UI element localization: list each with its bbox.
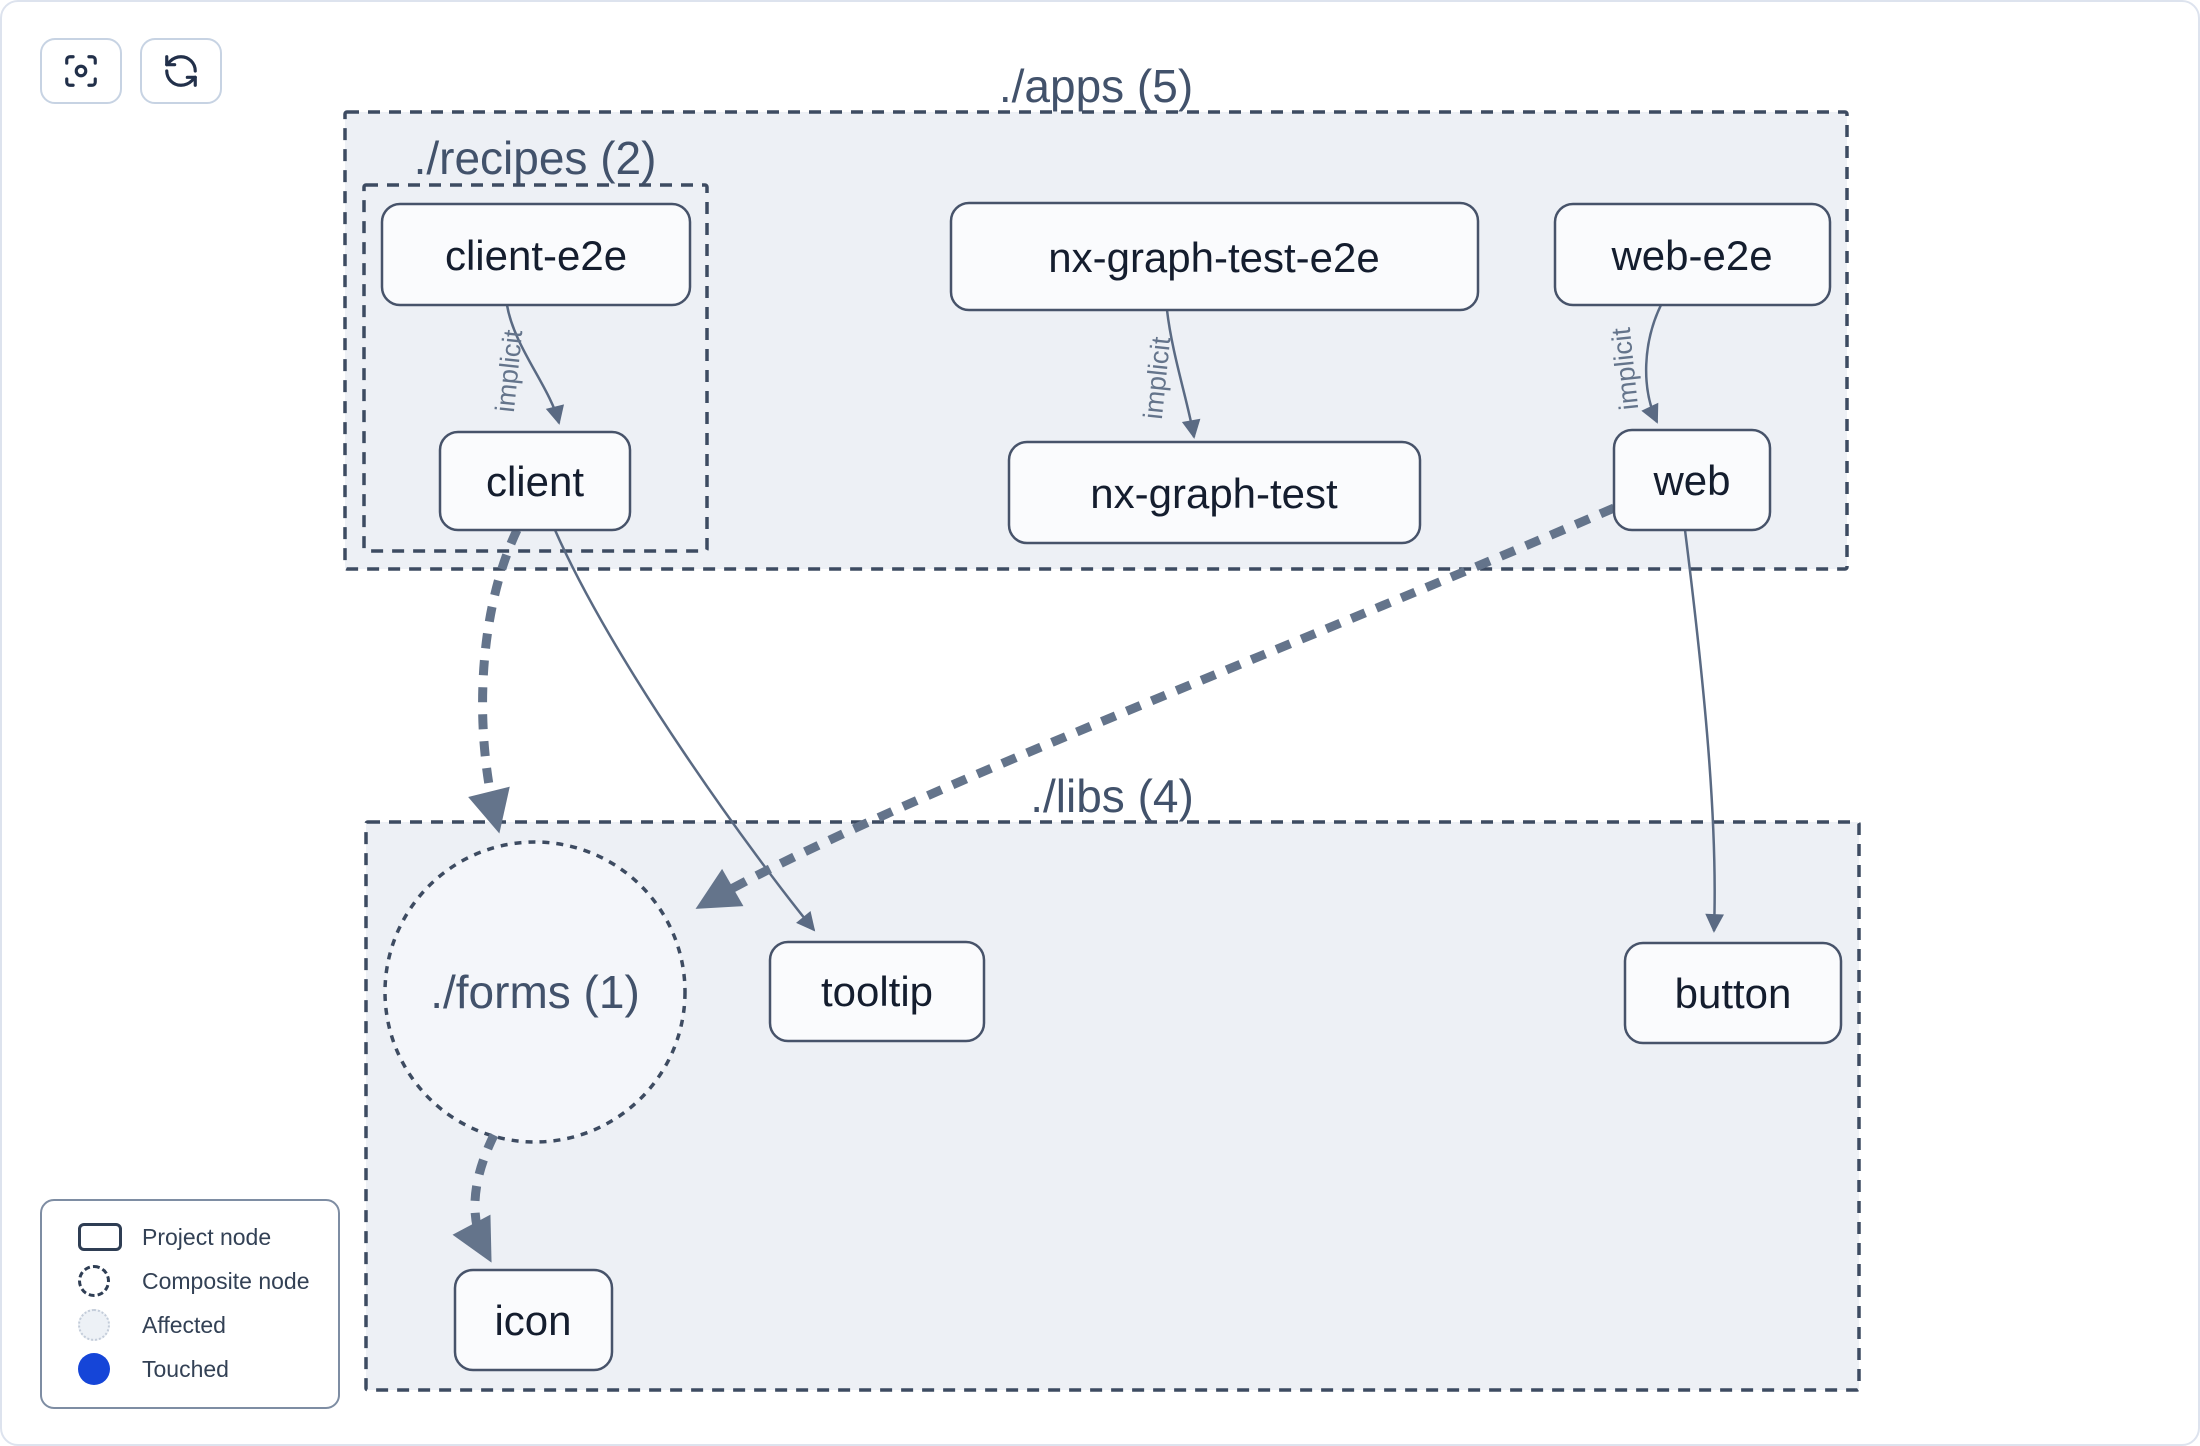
node-client[interactable]: client: [438, 430, 632, 532]
node-icon-label: icon: [494, 1297, 571, 1344]
composite-node-forms-label: ./forms (1): [430, 966, 640, 1018]
composite-node-swatch: [78, 1265, 110, 1297]
node-nx-graph-test[interactable]: nx-graph-test: [1007, 440, 1422, 545]
composite-node-forms[interactable]: [383, 840, 687, 1144]
node-icon[interactable]: icon: [453, 1268, 614, 1372]
node-web[interactable]: web: [1612, 428, 1772, 532]
edge-client-to-forms[interactable]: [468, 528, 522, 834]
edge-forms-to-icon[interactable]: [452, 1133, 499, 1263]
group-apps-label: ./apps (5): [999, 60, 1193, 112]
legend-label: Affected: [142, 1311, 226, 1338]
group-recipes-label: ./recipes (2): [414, 132, 657, 184]
node-tooltip-label: tooltip: [821, 968, 933, 1015]
graph-legend: Project node Composite node Affected Tou…: [40, 1199, 340, 1409]
group-recipes[interactable]: [362, 183, 709, 553]
graph-toolbar: [40, 38, 222, 104]
node-client-e2e[interactable]: client-e2e: [380, 202, 692, 307]
legend-label: Composite node: [142, 1267, 310, 1294]
node-client-label: client: [486, 458, 584, 505]
edge-client-to-tooltip[interactable]: [553, 529, 816, 932]
node-client-e2e-label: client-e2e: [445, 232, 627, 279]
refresh-icon: [165, 55, 197, 87]
edge-nx-graph-test-e2e-to-nx-graph-test[interactable]: [1165, 309, 1201, 439]
project-node-swatch: [78, 1223, 122, 1251]
center-graph-button[interactable]: [40, 38, 122, 104]
legend-label: Touched: [142, 1355, 229, 1382]
node-web-label: web: [1652, 457, 1730, 504]
touched-swatch: [78, 1353, 110, 1385]
group-libs-label: ./libs (4): [1030, 770, 1194, 822]
node-nx-graph-test-e2e-label: nx-graph-test-e2e: [1048, 234, 1380, 281]
node-tooltip[interactable]: tooltip: [768, 940, 986, 1043]
node-button[interactable]: button: [1623, 941, 1843, 1045]
node-nx-graph-test-label: nx-graph-test: [1090, 470, 1338, 517]
legend-item-affected: Affected: [66, 1303, 338, 1347]
affected-swatch: [78, 1309, 110, 1341]
group-libs[interactable]: [364, 820, 1861, 1392]
legend-item-project-node: Project node: [66, 1215, 338, 1259]
node-nx-graph-test-e2e[interactable]: nx-graph-test-e2e: [949, 201, 1480, 312]
edge-web-e2e-to-web[interactable]: [1641, 304, 1663, 424]
node-web-e2e-label: web-e2e: [1610, 232, 1772, 279]
legend-item-composite-node: Composite node: [66, 1259, 338, 1303]
edge-client-e2e-to-client[interactable]: [505, 304, 564, 425]
node-web-e2e[interactable]: web-e2e: [1553, 202, 1832, 307]
edge-web-to-button[interactable]: [1683, 529, 1724, 933]
legend-item-touched: Touched: [66, 1347, 338, 1391]
focus-icon: [65, 55, 97, 87]
node-button-label: button: [1675, 970, 1792, 1017]
legend-label: Project node: [142, 1223, 272, 1250]
refresh-graph-button[interactable]: [140, 38, 222, 104]
